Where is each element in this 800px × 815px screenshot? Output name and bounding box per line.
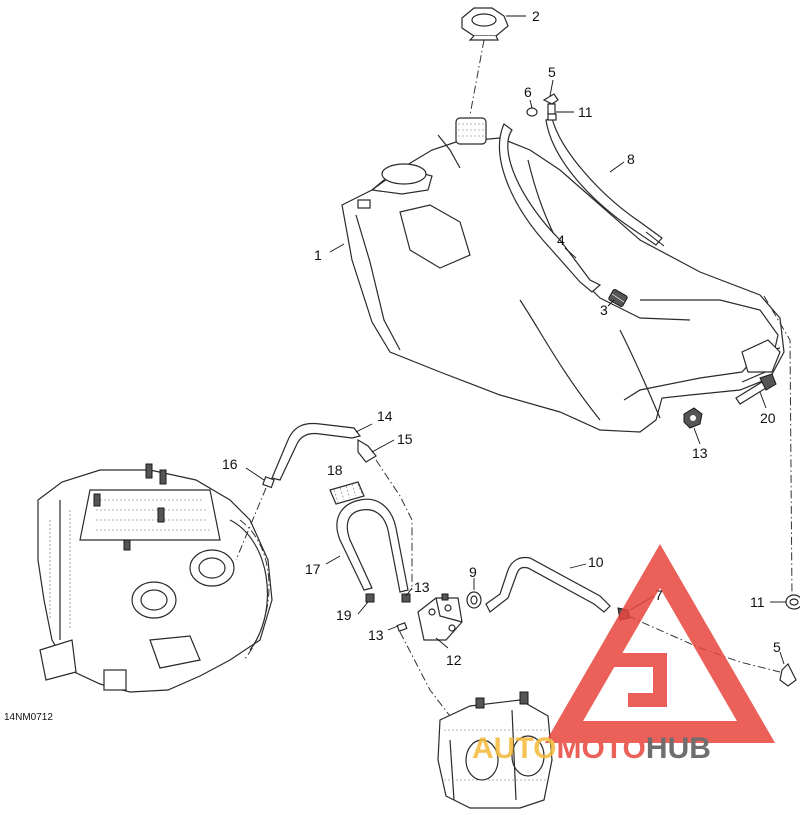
callout-15: 15: [397, 431, 413, 447]
callout-16: 16: [222, 456, 238, 472]
vent-hose-4: [498, 123, 602, 293]
fitting-16: [262, 476, 275, 489]
callout-1: 1: [314, 247, 322, 263]
watermark-inner-mark: [610, 653, 667, 707]
fitting-19-left: [365, 593, 375, 603]
callout-11-top: 11: [578, 104, 593, 120]
callout-13-lower: 13: [368, 627, 384, 643]
drawing-number: 14NM0712: [4, 712, 53, 723]
bolt-20: [735, 373, 777, 405]
callout-13-right: 13: [692, 445, 708, 461]
elbow-fitting-5-bottom: [779, 662, 797, 687]
callout-6: 6: [524, 84, 532, 100]
throttle-body: [437, 691, 553, 809]
callout-3: 3: [600, 302, 608, 318]
spring-18: [329, 481, 365, 505]
callout-4: 4: [557, 232, 565, 248]
filler-neck: [455, 117, 487, 145]
fitting-15: [357, 438, 377, 463]
watermark-word-moto: MOTO: [556, 732, 645, 765]
callout-10: 10: [588, 554, 604, 570]
callout-18: 18: [327, 462, 343, 478]
vent-hose-8: [545, 117, 663, 246]
callout-5-top: 5: [548, 64, 556, 80]
callout-12: 12: [446, 652, 462, 668]
callout-8: 8: [627, 151, 635, 167]
fitting-19-right: [401, 593, 411, 603]
fitting-13-mid: [396, 622, 408, 632]
clamp-6: [526, 107, 538, 117]
watermark-word-hub: HUB: [646, 732, 711, 765]
callout-14: 14: [377, 408, 393, 424]
svg-text:AUTOMOTOHUB: AUTOMOTOHUB: [472, 732, 711, 765]
watermark-word-auto: AUTO: [472, 732, 556, 765]
valve-3: [608, 289, 628, 307]
callout-5-bottom: 5: [773, 639, 781, 655]
callout-13-upper: 13: [414, 579, 430, 595]
watermark-triangle: [544, 544, 776, 743]
nut-13-right: [683, 407, 703, 429]
callout-19: 19: [336, 607, 352, 623]
hose-loop-17: [336, 498, 409, 593]
callout-labels: 2 5 6 11 8 1 4 3 20 13 14 15 16 18 17 19…: [4, 8, 781, 723]
hose-10: [485, 556, 611, 613]
engine: [37, 463, 273, 693]
watermark-logo: AUTOMOTOHUB: [472, 544, 776, 765]
callout-20: 20: [760, 410, 776, 426]
callout-7: 7: [655, 587, 663, 603]
fuel-cap: [461, 7, 509, 41]
callout-2: 2: [532, 8, 540, 24]
callout-17: 17: [305, 561, 321, 577]
fitting-11-top: [547, 113, 557, 121]
clamp-9: [466, 591, 482, 609]
callout-11-bottom: 11: [750, 594, 765, 610]
clamp-11-bottom: [785, 594, 800, 610]
hose-14: [271, 422, 362, 481]
callout-9: 9: [469, 564, 477, 580]
elbow-fitting-5-top: [542, 93, 559, 115]
valve-block-12: [417, 593, 463, 641]
fuel-tank: [341, 134, 785, 433]
